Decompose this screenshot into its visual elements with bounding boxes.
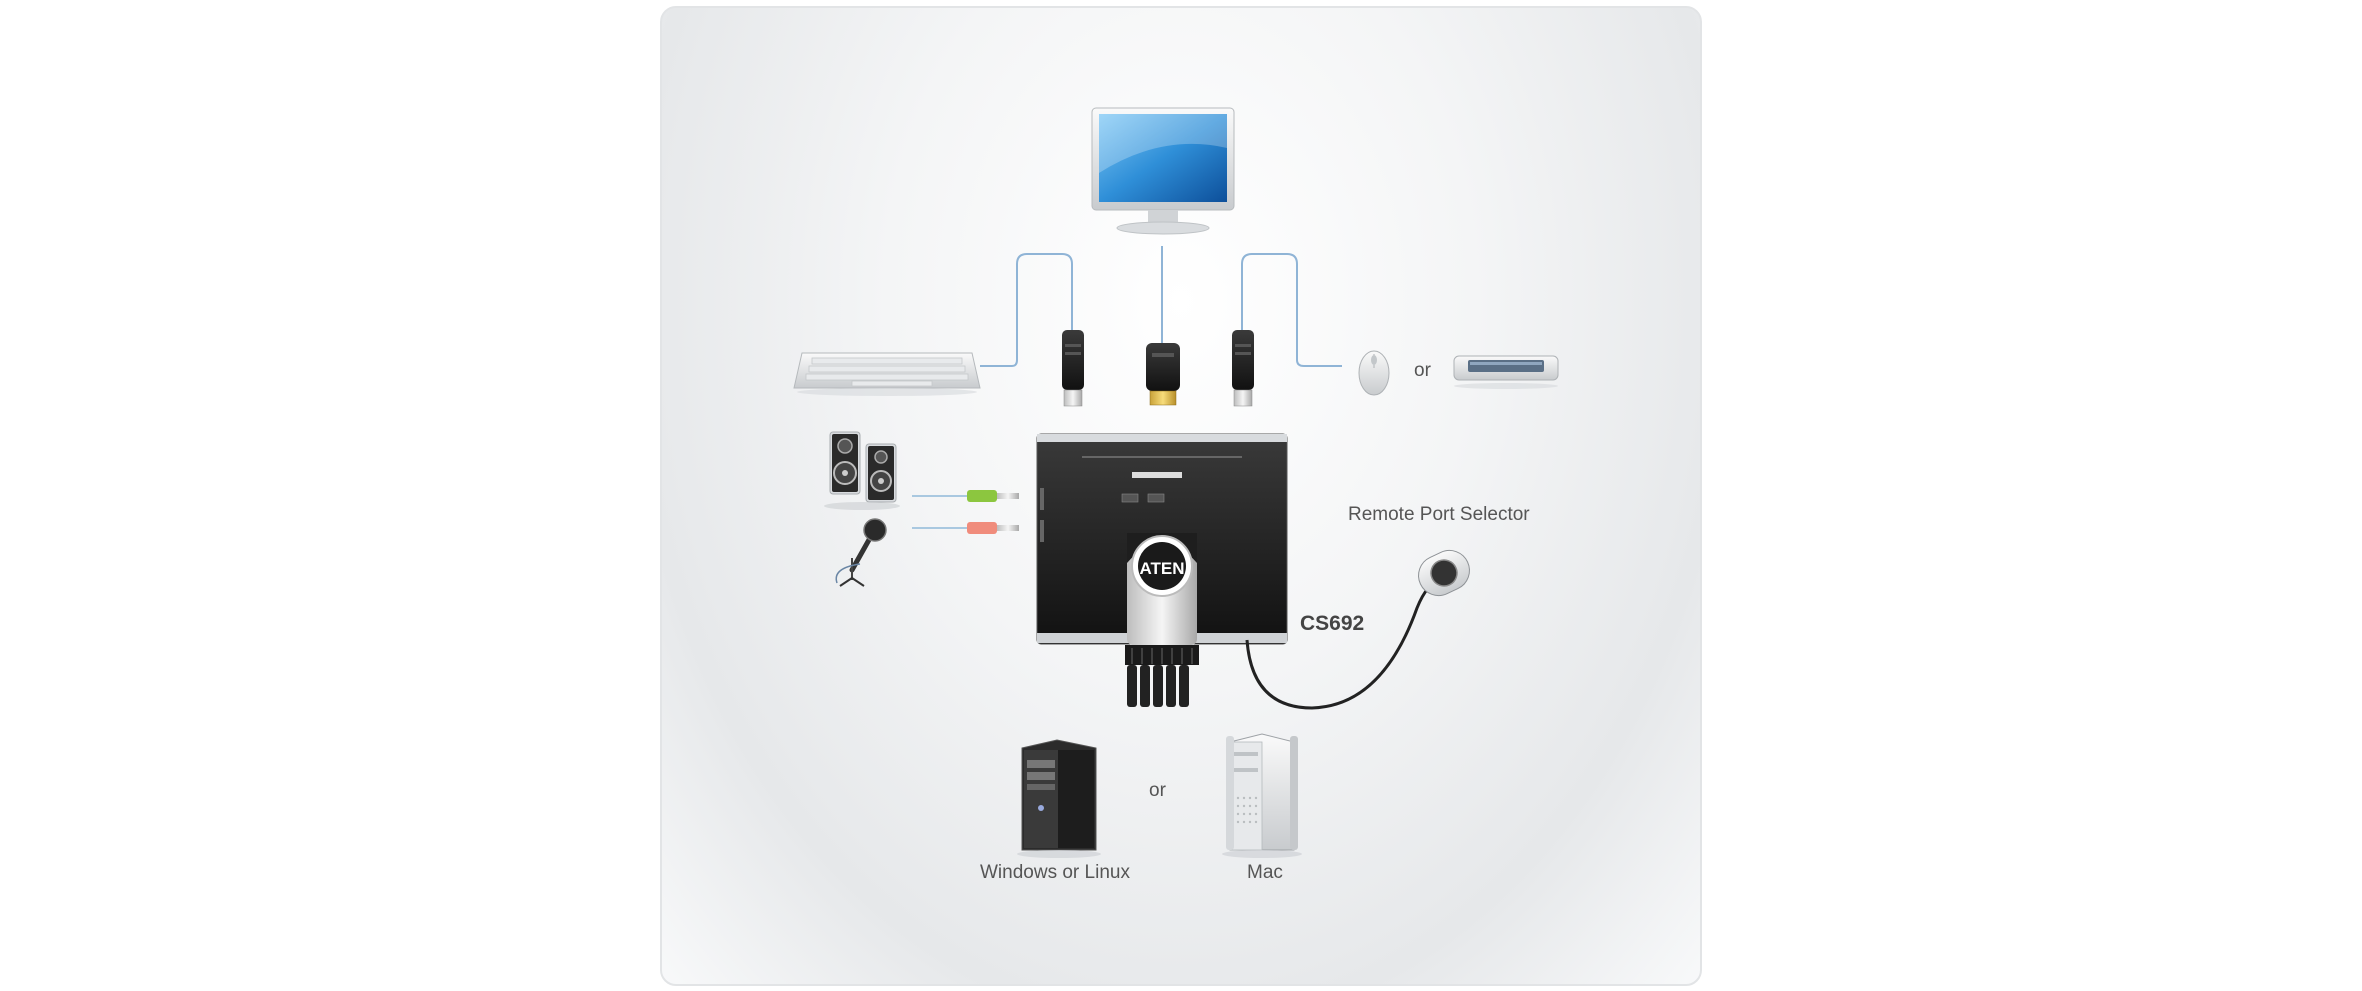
diagram-panel: ATEN (660, 6, 1702, 986)
mouse-cable (1241, 253, 1342, 367)
windows-linux-label: Windows or Linux (980, 862, 1130, 883)
kvm-switch-icon: ATEN (1036, 433, 1288, 707)
usb-connector-icon (1062, 330, 1084, 407)
mac-pro-icon (1222, 733, 1302, 858)
pc-tower-icon (1017, 739, 1101, 858)
mac-label: Mac (1247, 862, 1283, 883)
hdmi-connector-icon (1146, 343, 1180, 406)
or-label-computer: or (1149, 780, 1166, 801)
remote-port-selector-label: Remote Port Selector (1348, 504, 1530, 525)
monitor-icon (1091, 107, 1235, 235)
usb-connector-icon (1232, 330, 1254, 407)
device-brand-logo: ATEN (1139, 559, 1184, 578)
cable-lines (980, 246, 1342, 367)
mouse-icon (1358, 350, 1390, 396)
model-label: CS692 (1300, 612, 1365, 635)
usb-hub-icon (1453, 355, 1559, 389)
keyboard-cable (980, 253, 1073, 367)
microphone-icon (835, 518, 887, 587)
remote-port-selector-icon (1245, 549, 1470, 710)
speakers-icon (824, 431, 900, 510)
connection-diagram: ATEN (793, 107, 1559, 858)
audio-cable-green (912, 490, 1019, 502)
or-label-peripheral: or (1414, 360, 1431, 381)
keyboard-icon (793, 352, 981, 396)
audio-cable-pink (912, 522, 1019, 534)
